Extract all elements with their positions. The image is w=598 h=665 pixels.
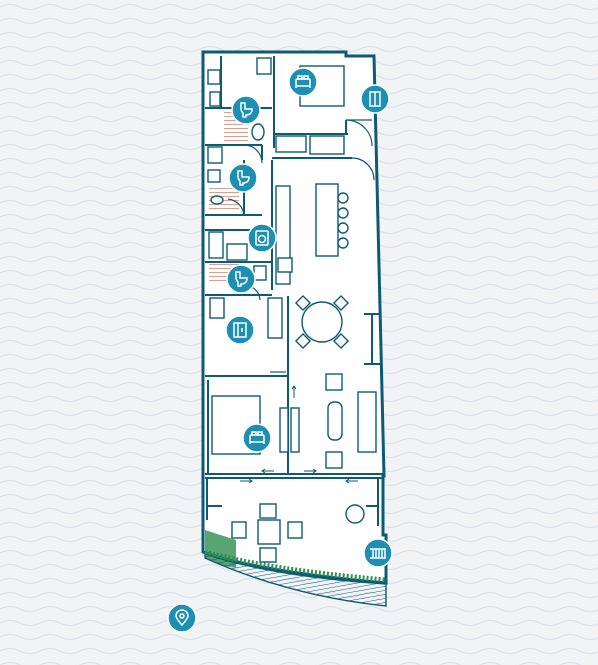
- doors: [227, 119, 375, 373]
- study-icon[interactable]: [225, 315, 255, 345]
- laundry-icon[interactable]: [247, 223, 277, 253]
- toilet-icon-powder[interactable]: [226, 264, 256, 294]
- balcony-icon[interactable]: [363, 538, 393, 568]
- toilet-icon-bathroom[interactable]: [228, 163, 258, 193]
- planter: [204, 530, 387, 607]
- wardrobe-icon[interactable]: [360, 84, 390, 114]
- bed-icon-second[interactable]: [242, 423, 272, 453]
- bed-icon-master[interactable]: [288, 67, 318, 97]
- sliding-door-arrows: [240, 385, 358, 484]
- location-pin-icon[interactable]: [167, 603, 197, 633]
- toilet-icon-ensuite[interactable]: [231, 95, 261, 125]
- marker-layer: [167, 67, 393, 633]
